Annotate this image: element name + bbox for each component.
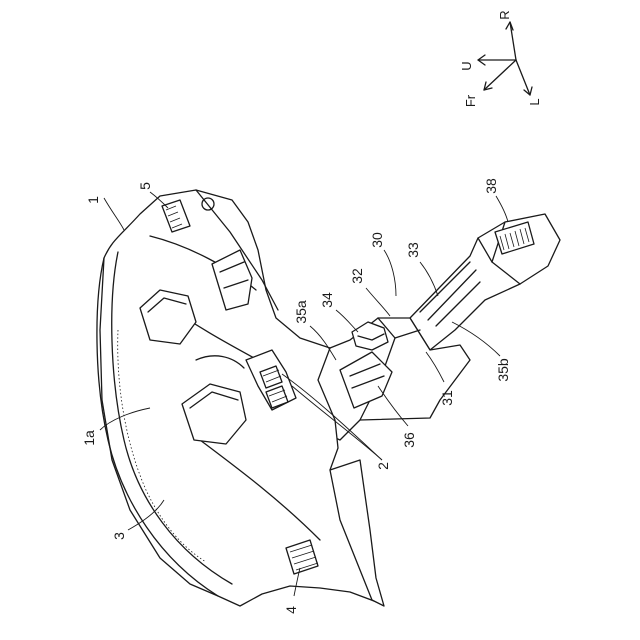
label-35a: 35a — [293, 300, 309, 324]
leader-30 — [384, 250, 396, 296]
label-31: 31 — [439, 390, 455, 406]
leader-32 — [366, 288, 390, 316]
duct-unit — [300, 214, 560, 440]
leader-34 — [336, 310, 358, 332]
label-38: 38 — [483, 178, 499, 194]
label-32: 32 — [349, 268, 365, 284]
label-30: 30 — [369, 232, 385, 248]
dir-label-left: L — [527, 98, 542, 105]
arrow-left-axis — [516, 60, 530, 95]
dir-label-up: U — [459, 61, 474, 70]
leader-1 — [104, 198, 124, 230]
label-4: 4 — [283, 606, 299, 614]
label-35b: 35b — [495, 358, 511, 382]
arrow-right-head — [506, 22, 513, 30]
dir-label-right: R — [497, 10, 512, 19]
leader-33 — [420, 262, 438, 296]
arrow-front-axis — [484, 60, 516, 90]
label-1: 1 — [85, 196, 101, 204]
label-36: 36 — [401, 432, 417, 448]
label-3: 3 — [111, 532, 127, 540]
label-5: 5 — [137, 182, 153, 190]
label-1a: 1a — [81, 430, 97, 446]
dir-label-front: Fr — [463, 94, 478, 107]
leader-38 — [496, 196, 508, 222]
label-34: 34 — [319, 292, 335, 308]
direction-compass: U R Fr L — [459, 10, 542, 107]
label-2: 2 — [375, 462, 391, 470]
label-33: 33 — [405, 242, 421, 258]
arrow-right-axis — [510, 22, 516, 60]
